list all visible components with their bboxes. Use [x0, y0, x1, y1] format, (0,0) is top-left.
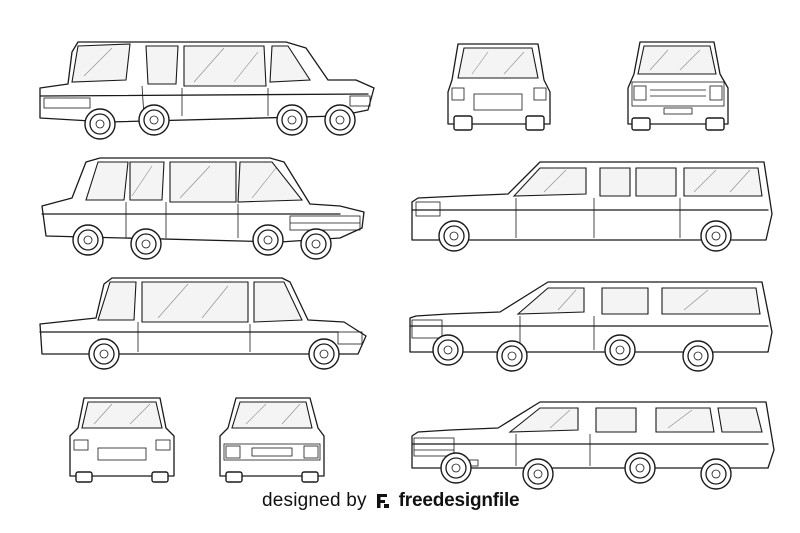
wagon-front-three-quarter	[409, 281, 773, 372]
freedesignfile-logo-icon	[376, 494, 389, 508]
stretch-sedan-front-three-quarter	[41, 157, 365, 260]
credit-line: designed by freedesignfile	[262, 489, 562, 513]
sedan-rear-view	[69, 397, 175, 483]
sedan-front-view	[219, 397, 325, 483]
long-wagon-side-view	[411, 161, 773, 252]
wagon-front-view	[627, 41, 729, 131]
stretch-sedan-rear-three-quarter	[39, 41, 375, 140]
wagon-rear-view	[447, 43, 551, 131]
credit-brand: freedesignfile	[398, 490, 520, 511]
wagon-front-three-quarter-large	[411, 401, 775, 490]
credit-prefix: designed by	[262, 490, 367, 511]
limousine-side-view	[39, 277, 367, 370]
